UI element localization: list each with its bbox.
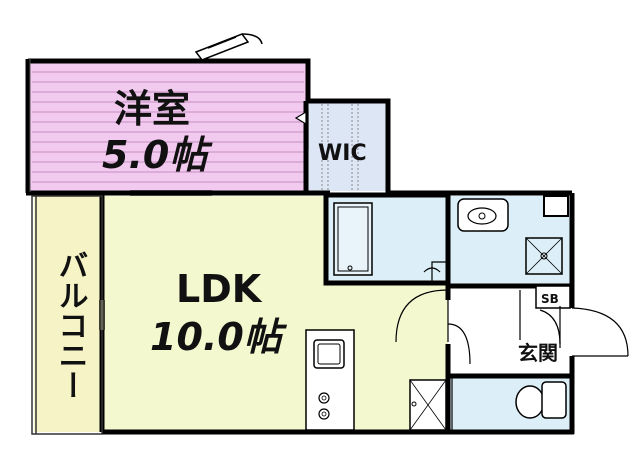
front-door xyxy=(539,306,629,357)
ldk-area-label: 10.0帖 xyxy=(150,315,288,359)
shoe-box-label: SB xyxy=(541,292,559,306)
western-room-area-label: 5.0帖 xyxy=(102,133,213,177)
entrance-label: 玄関 xyxy=(518,341,558,365)
toilet-top xyxy=(457,198,509,232)
bathtub xyxy=(333,202,373,276)
western-room-floor-lines xyxy=(32,71,304,183)
western-room-area xyxy=(30,63,306,191)
wic-area xyxy=(306,103,386,191)
bath-door xyxy=(423,261,446,283)
top-window-sash xyxy=(194,33,263,61)
kitchen-counter xyxy=(305,329,355,431)
shoe-box xyxy=(535,285,571,309)
entrance-doors xyxy=(395,289,521,365)
bathroom xyxy=(323,192,451,286)
wic-door xyxy=(294,110,309,150)
shower-unit xyxy=(525,195,569,275)
western-room-doorway xyxy=(130,190,212,196)
balcony-window xyxy=(99,300,105,330)
balcony-area xyxy=(34,196,104,432)
partitions xyxy=(445,193,572,434)
washroom xyxy=(409,379,567,431)
balcony-label: バルコニー xyxy=(53,250,88,400)
western-room-name: 洋室 xyxy=(114,87,190,131)
ldk-name: LDK xyxy=(176,267,263,311)
wic-label: WIC xyxy=(318,141,367,166)
balcony-outline xyxy=(31,195,103,435)
